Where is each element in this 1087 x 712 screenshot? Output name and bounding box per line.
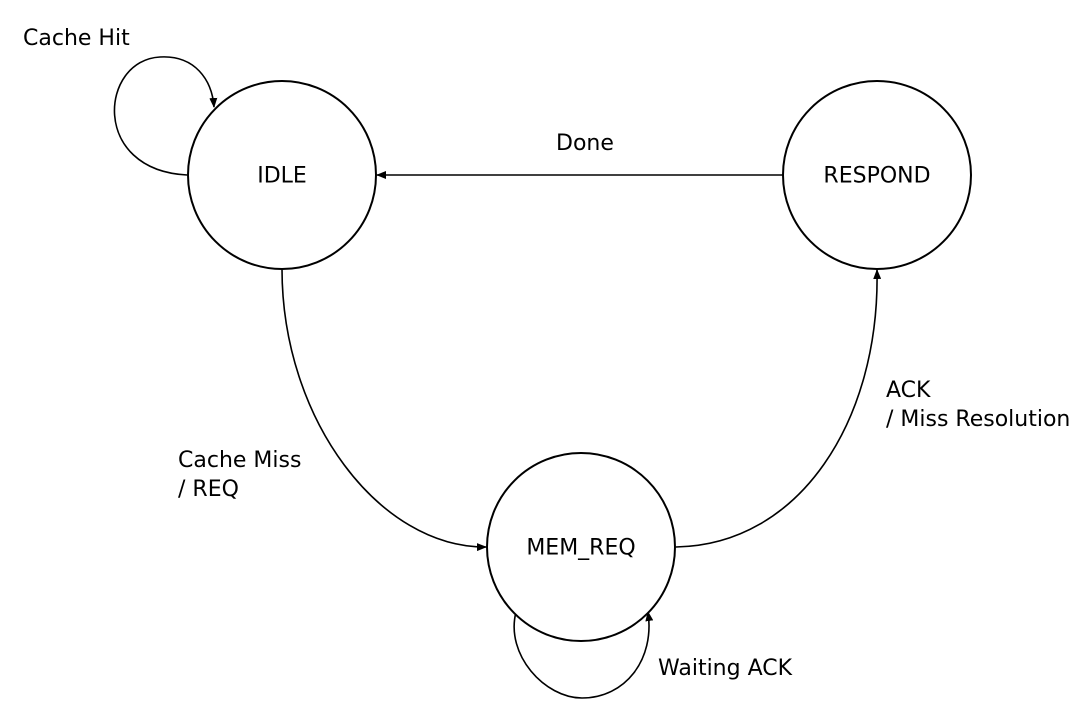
label-cache-miss: Cache Miss	[178, 448, 301, 473]
edge-cache-miss	[281, 268, 487, 552]
label-waiting-ack: Waiting ACK	[658, 656, 793, 681]
state-respond: RESPOND	[782, 80, 972, 270]
state-respond-label: RESPOND	[823, 164, 930, 189]
state-mem-req-label: MEM_REQ	[526, 536, 635, 561]
label-req: / REQ	[178, 477, 239, 502]
state-mem-req: MEM_REQ	[486, 452, 676, 642]
label-cache-hit: Cache Hit	[23, 26, 130, 51]
edge-waiting-ack	[513, 611, 654, 699]
edge-cache-hit	[113, 56, 218, 176]
label-done: Done	[556, 131, 614, 156]
state-idle: IDLE	[187, 80, 377, 270]
edge-ack	[675, 269, 882, 548]
state-idle-label: IDLE	[257, 164, 307, 189]
label-miss-resolution: / Miss Resolution	[886, 407, 1070, 432]
label-ack: ACK	[886, 378, 931, 403]
